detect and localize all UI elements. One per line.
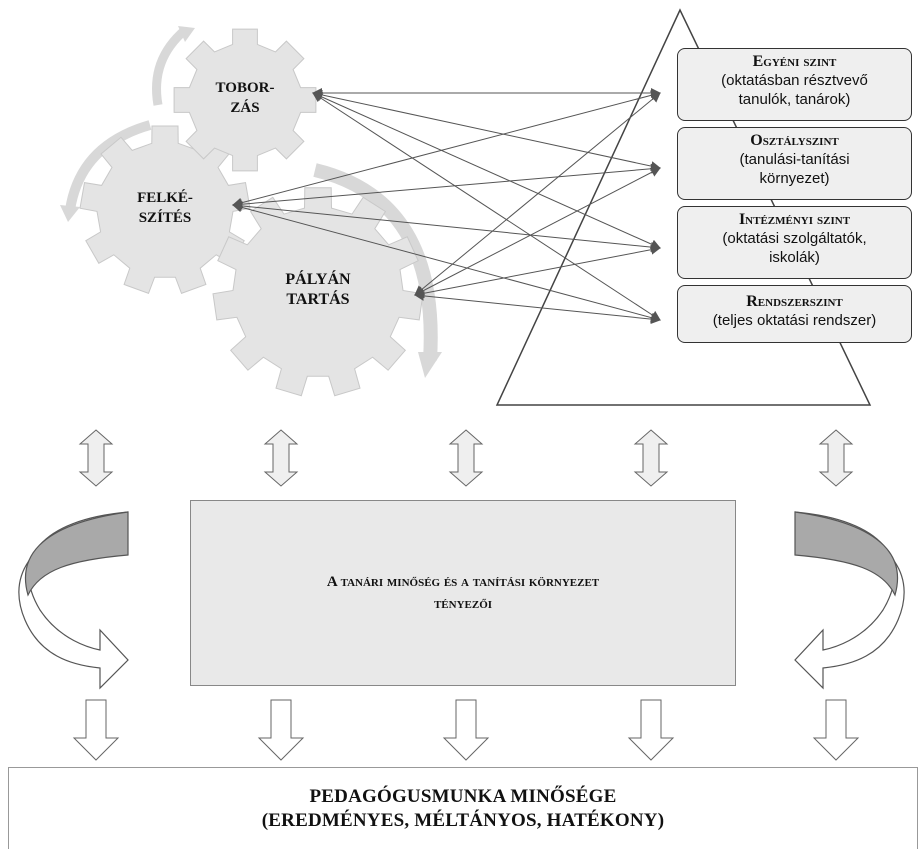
double-arrow-3 [448, 429, 484, 487]
gear-retain-label-2: TARTÁS [286, 289, 349, 308]
level-box-institution: Intézményi szint (oktatási szolgáltatók,… [677, 206, 912, 279]
level-desc-institution-2: iskolák) [769, 249, 820, 266]
outcome-subtitle: (EREDMÉNYES, MÉLTÁNYOS, HATÉKONY) [261, 809, 665, 831]
teacher-quality-factors-box: A tanári minőség és a tanítási környezet… [190, 500, 736, 686]
level-desc-class-2: környezet) [759, 170, 830, 187]
double-arrow-4 [633, 429, 669, 487]
double-arrow-5 [818, 429, 854, 487]
level-title-individual: Egyéni szint [752, 53, 837, 70]
gear-recruit-label-1: TOBOR- [216, 80, 275, 96]
double-arrow-2 [263, 429, 299, 487]
gear-prepare-label-1: FELKÉ- [137, 189, 193, 206]
gear-recruit: TOBOR- ZÁS [173, 28, 317, 172]
down-arrow-1 [72, 699, 120, 761]
level-desc-individual-2: tanulók, tanárok) [738, 91, 851, 108]
right-curved-arrow [794, 511, 905, 690]
level-title-class: Osztályszint [750, 132, 839, 149]
gear-retain-label-1: PÁLYÁN [285, 269, 351, 288]
teaching-quality-outcome-box: PEDAGÓGUSMUNKA MINŐSÉGE (EREDMÉNYES, MÉL… [8, 767, 918, 849]
connector-recruit-level-2 [312, 90, 661, 171]
connector-retain-level-4 [414, 290, 661, 325]
level-desc-individual-1: (oktatásban résztvevő [721, 72, 868, 89]
level-desc-institution-1: (oktatási szolgáltatók, [722, 230, 867, 247]
down-arrow-4 [627, 699, 675, 761]
rotation-arrow-top [152, 26, 189, 106]
level-title-institution: Intézményi szint [738, 211, 851, 228]
level-box-individual: Egyéni szint (oktatásban résztvevő tanul… [677, 48, 912, 121]
left-curved-arrow-shade [24, 511, 129, 597]
gear-prepare-shape [79, 125, 251, 295]
rotation-arrow-left-head [60, 205, 80, 222]
level-desc-class-1: (tanulási-tanítási [739, 151, 850, 168]
down-arrow-3 [442, 699, 490, 761]
connector-retain-level-3 [414, 244, 661, 299]
gear-prepare-label-2: SZÍTÉS [139, 209, 192, 226]
down-arrow-5 [812, 699, 860, 761]
level-title-system: Rendszerszint [746, 293, 843, 310]
gear-prepare: FELKÉ- SZÍTÉS [79, 125, 251, 295]
outcome-title: PEDAGÓGUSMUNKA MINŐSÉGE [309, 785, 617, 807]
right-curved-arrow-shade [794, 511, 899, 597]
double-arrow-1 [78, 429, 114, 487]
rotation-arrow-top-head [178, 26, 195, 42]
level-desc-system-1: (teljes oktatási rendszer) [712, 312, 877, 329]
gear-recruit-label-2: ZÁS [230, 99, 259, 116]
teacher-quality-factors-label: A tanári minőség és a tanítási környezet… [326, 574, 600, 612]
level-box-class: Osztályszint (tanulási-tanítási környeze… [677, 127, 912, 200]
rotation-arrow-right-head [418, 352, 442, 378]
down-arrow-2 [257, 699, 305, 761]
level-box-system: Rendszerszint (teljes oktatási rendszer) [677, 285, 912, 343]
rotation-arrow-left [65, 120, 152, 211]
left-curved-arrow [18, 511, 129, 690]
